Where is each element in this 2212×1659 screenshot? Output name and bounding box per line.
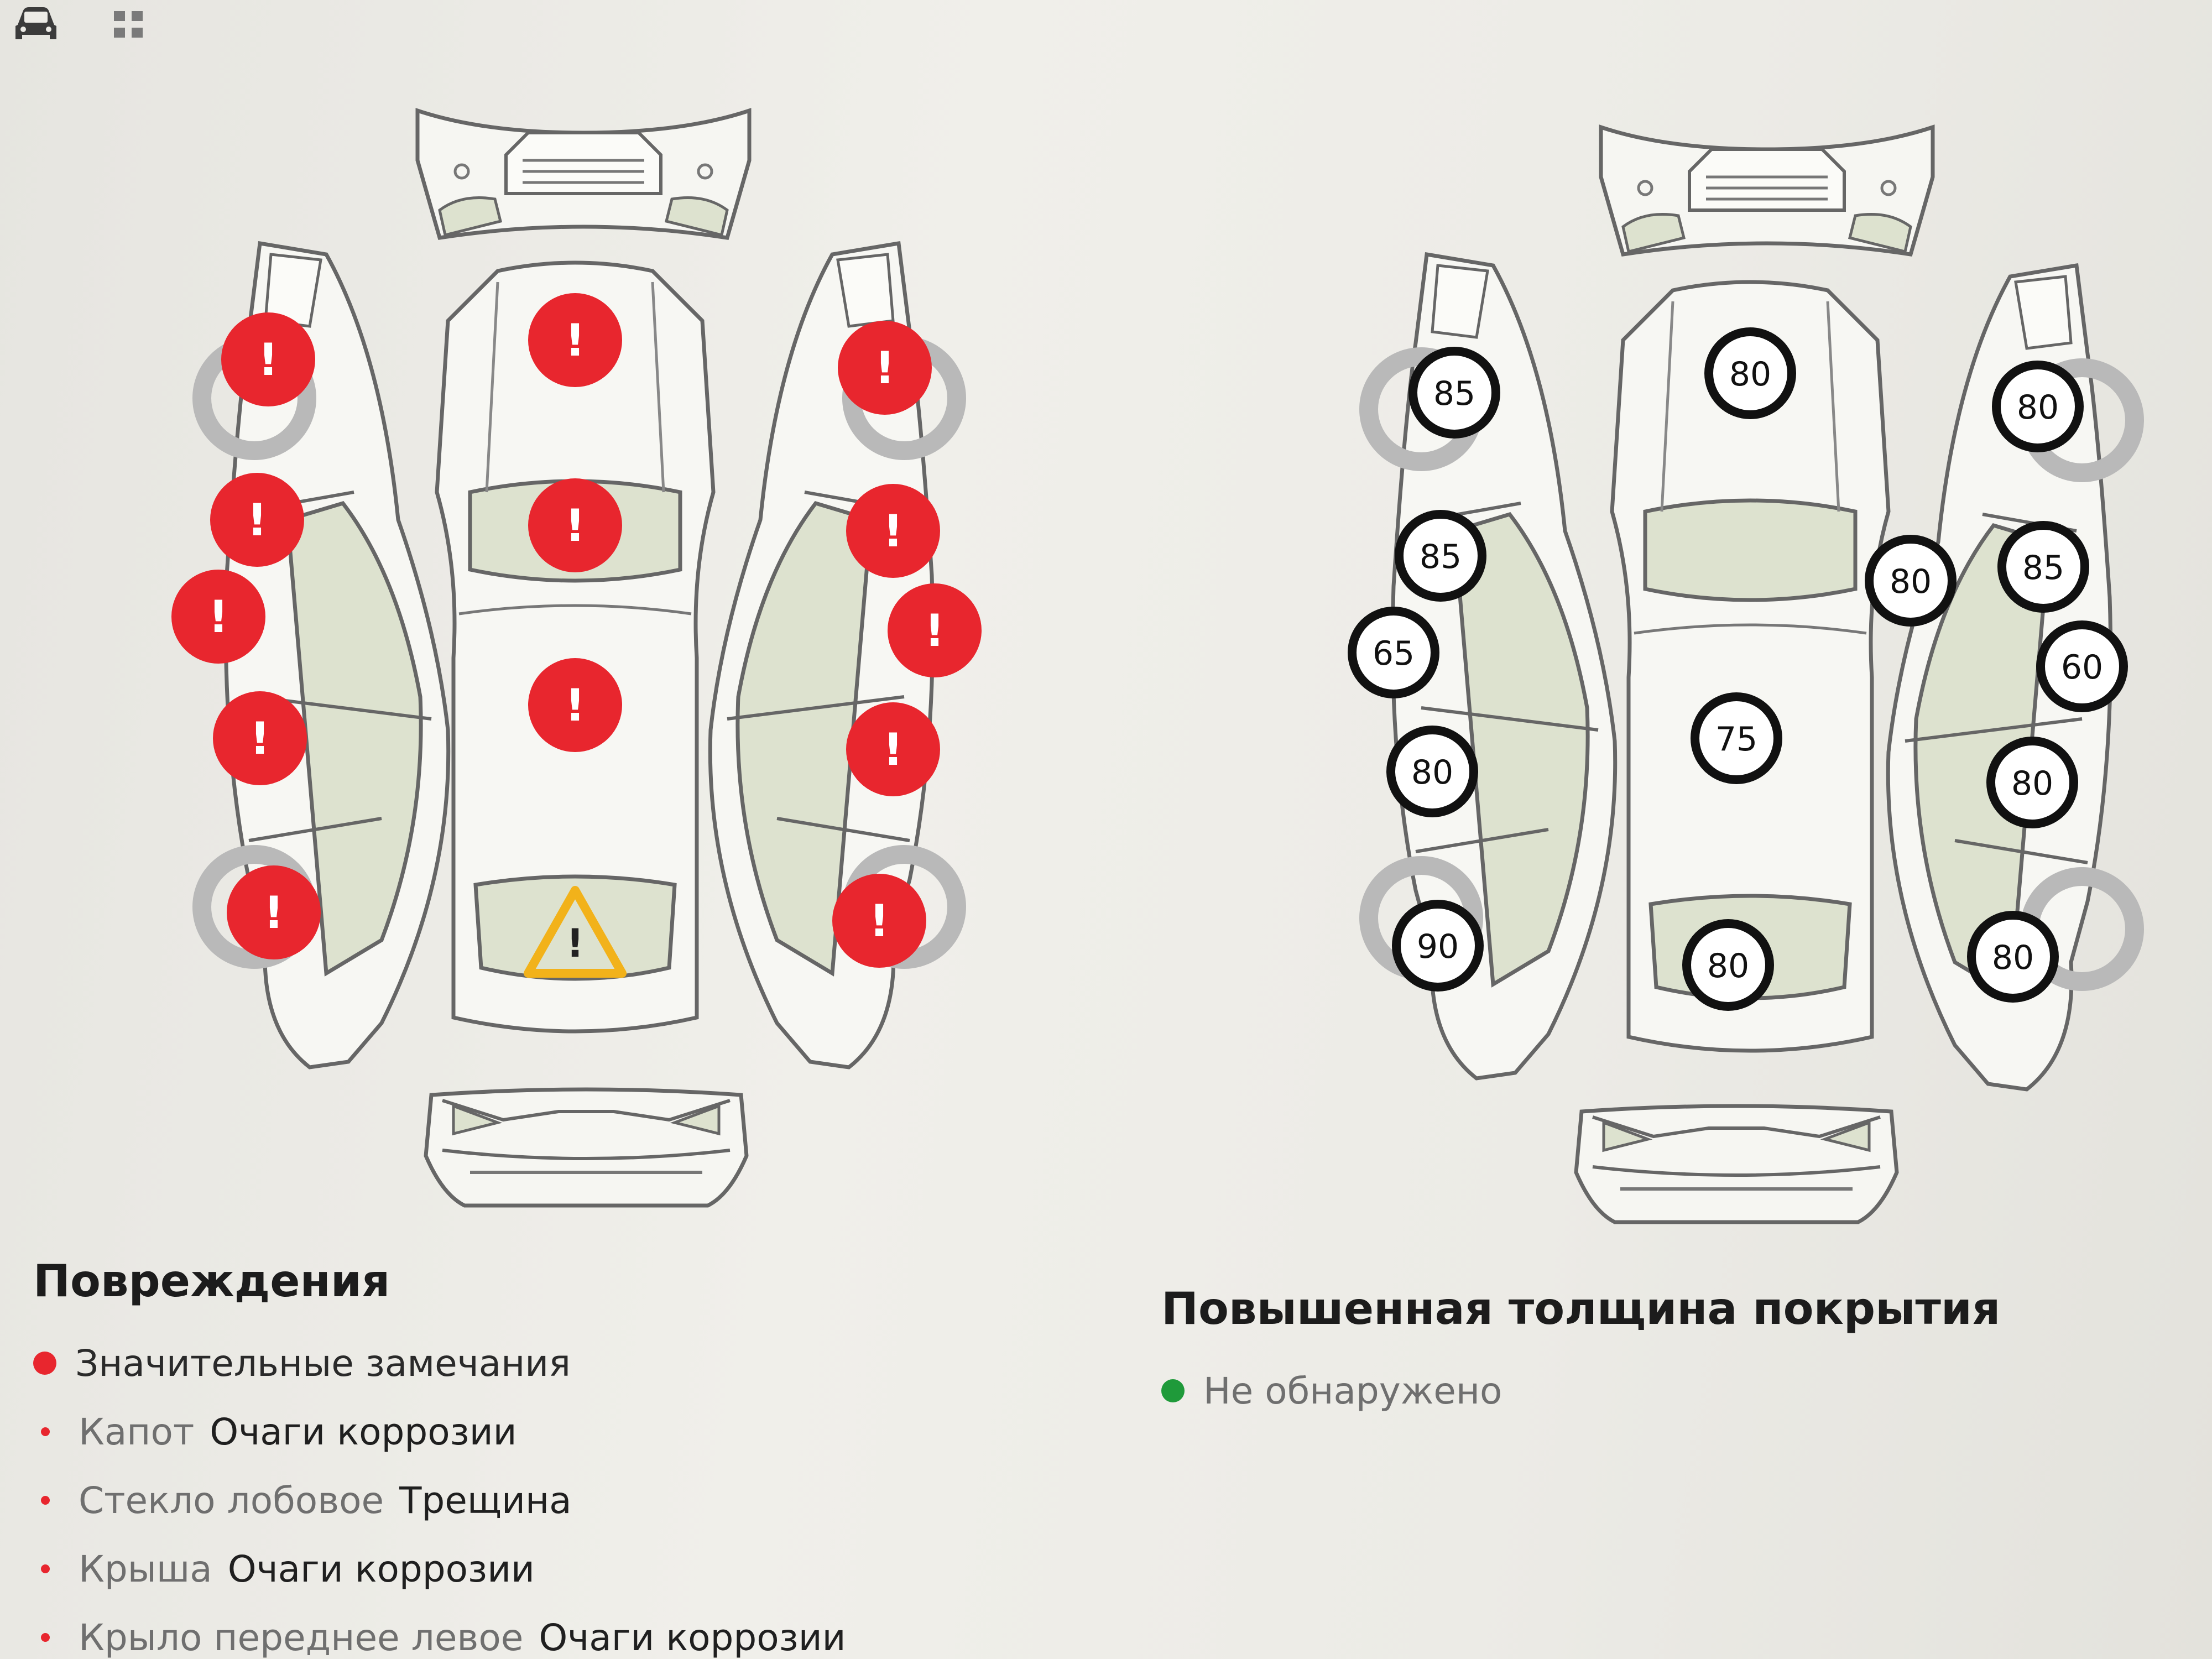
thickness-value: 80 <box>1729 355 1771 394</box>
thickness-value: 85 <box>1420 538 1462 576</box>
damages-severity: Значительные замечания <box>33 1329 846 1397</box>
thickness-marker[interactable]: 80 <box>1865 535 1957 627</box>
svg-text:!: ! <box>883 505 903 557</box>
damages-title: Повреждения <box>33 1255 390 1307</box>
svg-text:!: ! <box>247 494 267 546</box>
thickness-value: 85 <box>2022 549 2064 587</box>
svg-text:!: ! <box>208 591 228 643</box>
damage-part: Крыло переднее левое <box>79 1616 524 1659</box>
damages-severity-label: Значительные замечания <box>75 1342 571 1385</box>
damage-issue: Очаги коррозии <box>539 1616 846 1659</box>
coating-section: Повышенная толщина покрытия Не обнаружен… <box>1161 1283 2000 1425</box>
damage-diagram: !!!!!!!!!!!!!! <box>171 111 982 1206</box>
thickness-marker[interactable]: 85 <box>1408 347 1500 439</box>
thickness-value: 80 <box>1890 562 1932 601</box>
thickness-value: 80 <box>1707 947 1749 985</box>
thickness-marker[interactable]: 90 <box>1392 900 1484 992</box>
thickness-marker[interactable]: 60 <box>2036 620 2128 712</box>
damage-marker[interactable]: ! <box>528 478 622 572</box>
thickness-value: 80 <box>1411 753 1453 792</box>
damage-issue: Трещина <box>399 1479 572 1522</box>
thickness-value: 80 <box>2011 764 2053 803</box>
svg-text:!: ! <box>258 334 278 385</box>
svg-text:!: ! <box>565 315 585 366</box>
damages-section: Повреждения Значительные замечания Капот… <box>33 1255 846 1659</box>
damage-marker[interactable]: ! <box>846 702 940 796</box>
thickness-marker[interactable]: 75 <box>1691 692 1782 784</box>
svg-text:!: ! <box>925 605 945 656</box>
grid-icon[interactable] <box>111 6 149 44</box>
damage-marker[interactable]: ! <box>838 321 932 415</box>
thickness-marker[interactable]: 80 <box>1986 737 2078 828</box>
damage-marker[interactable]: ! <box>888 583 982 677</box>
thickness-value: 80 <box>2017 388 2059 427</box>
damage-marker[interactable]: ! <box>171 570 265 664</box>
damage-dot-icon <box>33 1352 56 1375</box>
svg-text:!: ! <box>565 500 585 551</box>
coating-title: Повышенная толщина покрытия <box>1161 1283 2001 1334</box>
bullet-icon <box>41 1633 50 1642</box>
damage-list-item: Стекло лобовое Трещина <box>33 1466 846 1535</box>
damage-marker[interactable]: ! <box>832 874 926 968</box>
svg-text:!: ! <box>250 713 270 764</box>
thickness-marker[interactable]: 85 <box>1395 510 1486 602</box>
damage-marker[interactable]: ! <box>528 658 622 752</box>
damage-marker[interactable]: ! <box>846 484 940 578</box>
thickness-value: 80 <box>1992 938 2034 977</box>
damage-list-item: Крыша Очаги коррозии <box>33 1535 846 1603</box>
thickness-marker[interactable]: 80 <box>1992 361 2084 452</box>
damage-marker[interactable]: ! <box>528 293 622 387</box>
thickness-marker[interactable]: 80 <box>1704 327 1796 419</box>
svg-text:!: ! <box>264 887 284 938</box>
ok-dot-icon <box>1161 1379 1185 1402</box>
damage-marker[interactable]: ! <box>213 691 307 785</box>
coating-status: Не обнаружено <box>1161 1357 2000 1425</box>
bullet-icon <box>41 1564 50 1573</box>
damage-part: Стекло лобовое <box>79 1479 384 1522</box>
svg-text:!: ! <box>565 680 585 731</box>
damage-list-item: Крыло переднее левое Очаги коррозии <box>33 1603 846 1659</box>
thickness-marker[interactable]: 80 <box>1967 911 2059 1003</box>
bullet-icon <box>41 1496 50 1505</box>
top-toolbar <box>11 0 149 50</box>
warning-icon[interactable]: ! <box>524 886 627 978</box>
bullet-icon <box>41 1427 50 1436</box>
thickness-marker[interactable]: 85 <box>1997 521 2089 613</box>
coating-status-label: Не обнаружено <box>1203 1369 1503 1412</box>
thickness-marker[interactable]: 65 <box>1348 607 1439 698</box>
svg-text:!: ! <box>875 342 895 394</box>
damage-part: Крыша <box>79 1547 212 1590</box>
thickness-diagram: 85 85 65 80 90 80 75 80 80 80 85 60 80 80 <box>1348 127 2135 1222</box>
thickness-value: 85 <box>1433 374 1475 413</box>
thickness-value: 90 <box>1417 927 1459 966</box>
damage-issue: Очаги коррозии <box>227 1547 535 1590</box>
svg-text:!: ! <box>883 724 903 775</box>
svg-text:!: ! <box>869 895 889 947</box>
damage-list-item: Капот Очаги коррозии <box>33 1397 846 1466</box>
thickness-value: 65 <box>1373 634 1415 673</box>
damage-issue: Очаги коррозии <box>210 1410 517 1453</box>
damage-marker[interactable]: ! <box>227 865 321 959</box>
thickness-value: 75 <box>1715 720 1757 759</box>
thickness-marker[interactable]: 80 <box>1682 919 1774 1011</box>
damage-marker[interactable]: ! <box>210 473 304 567</box>
thickness-marker[interactable]: 80 <box>1386 726 1478 817</box>
svg-text:!: ! <box>566 921 584 966</box>
damage-marker[interactable]: ! <box>221 312 315 406</box>
thickness-value: 60 <box>2061 648 2103 687</box>
damage-part: Капот <box>79 1410 195 1453</box>
car-icon[interactable] <box>11 3 61 47</box>
